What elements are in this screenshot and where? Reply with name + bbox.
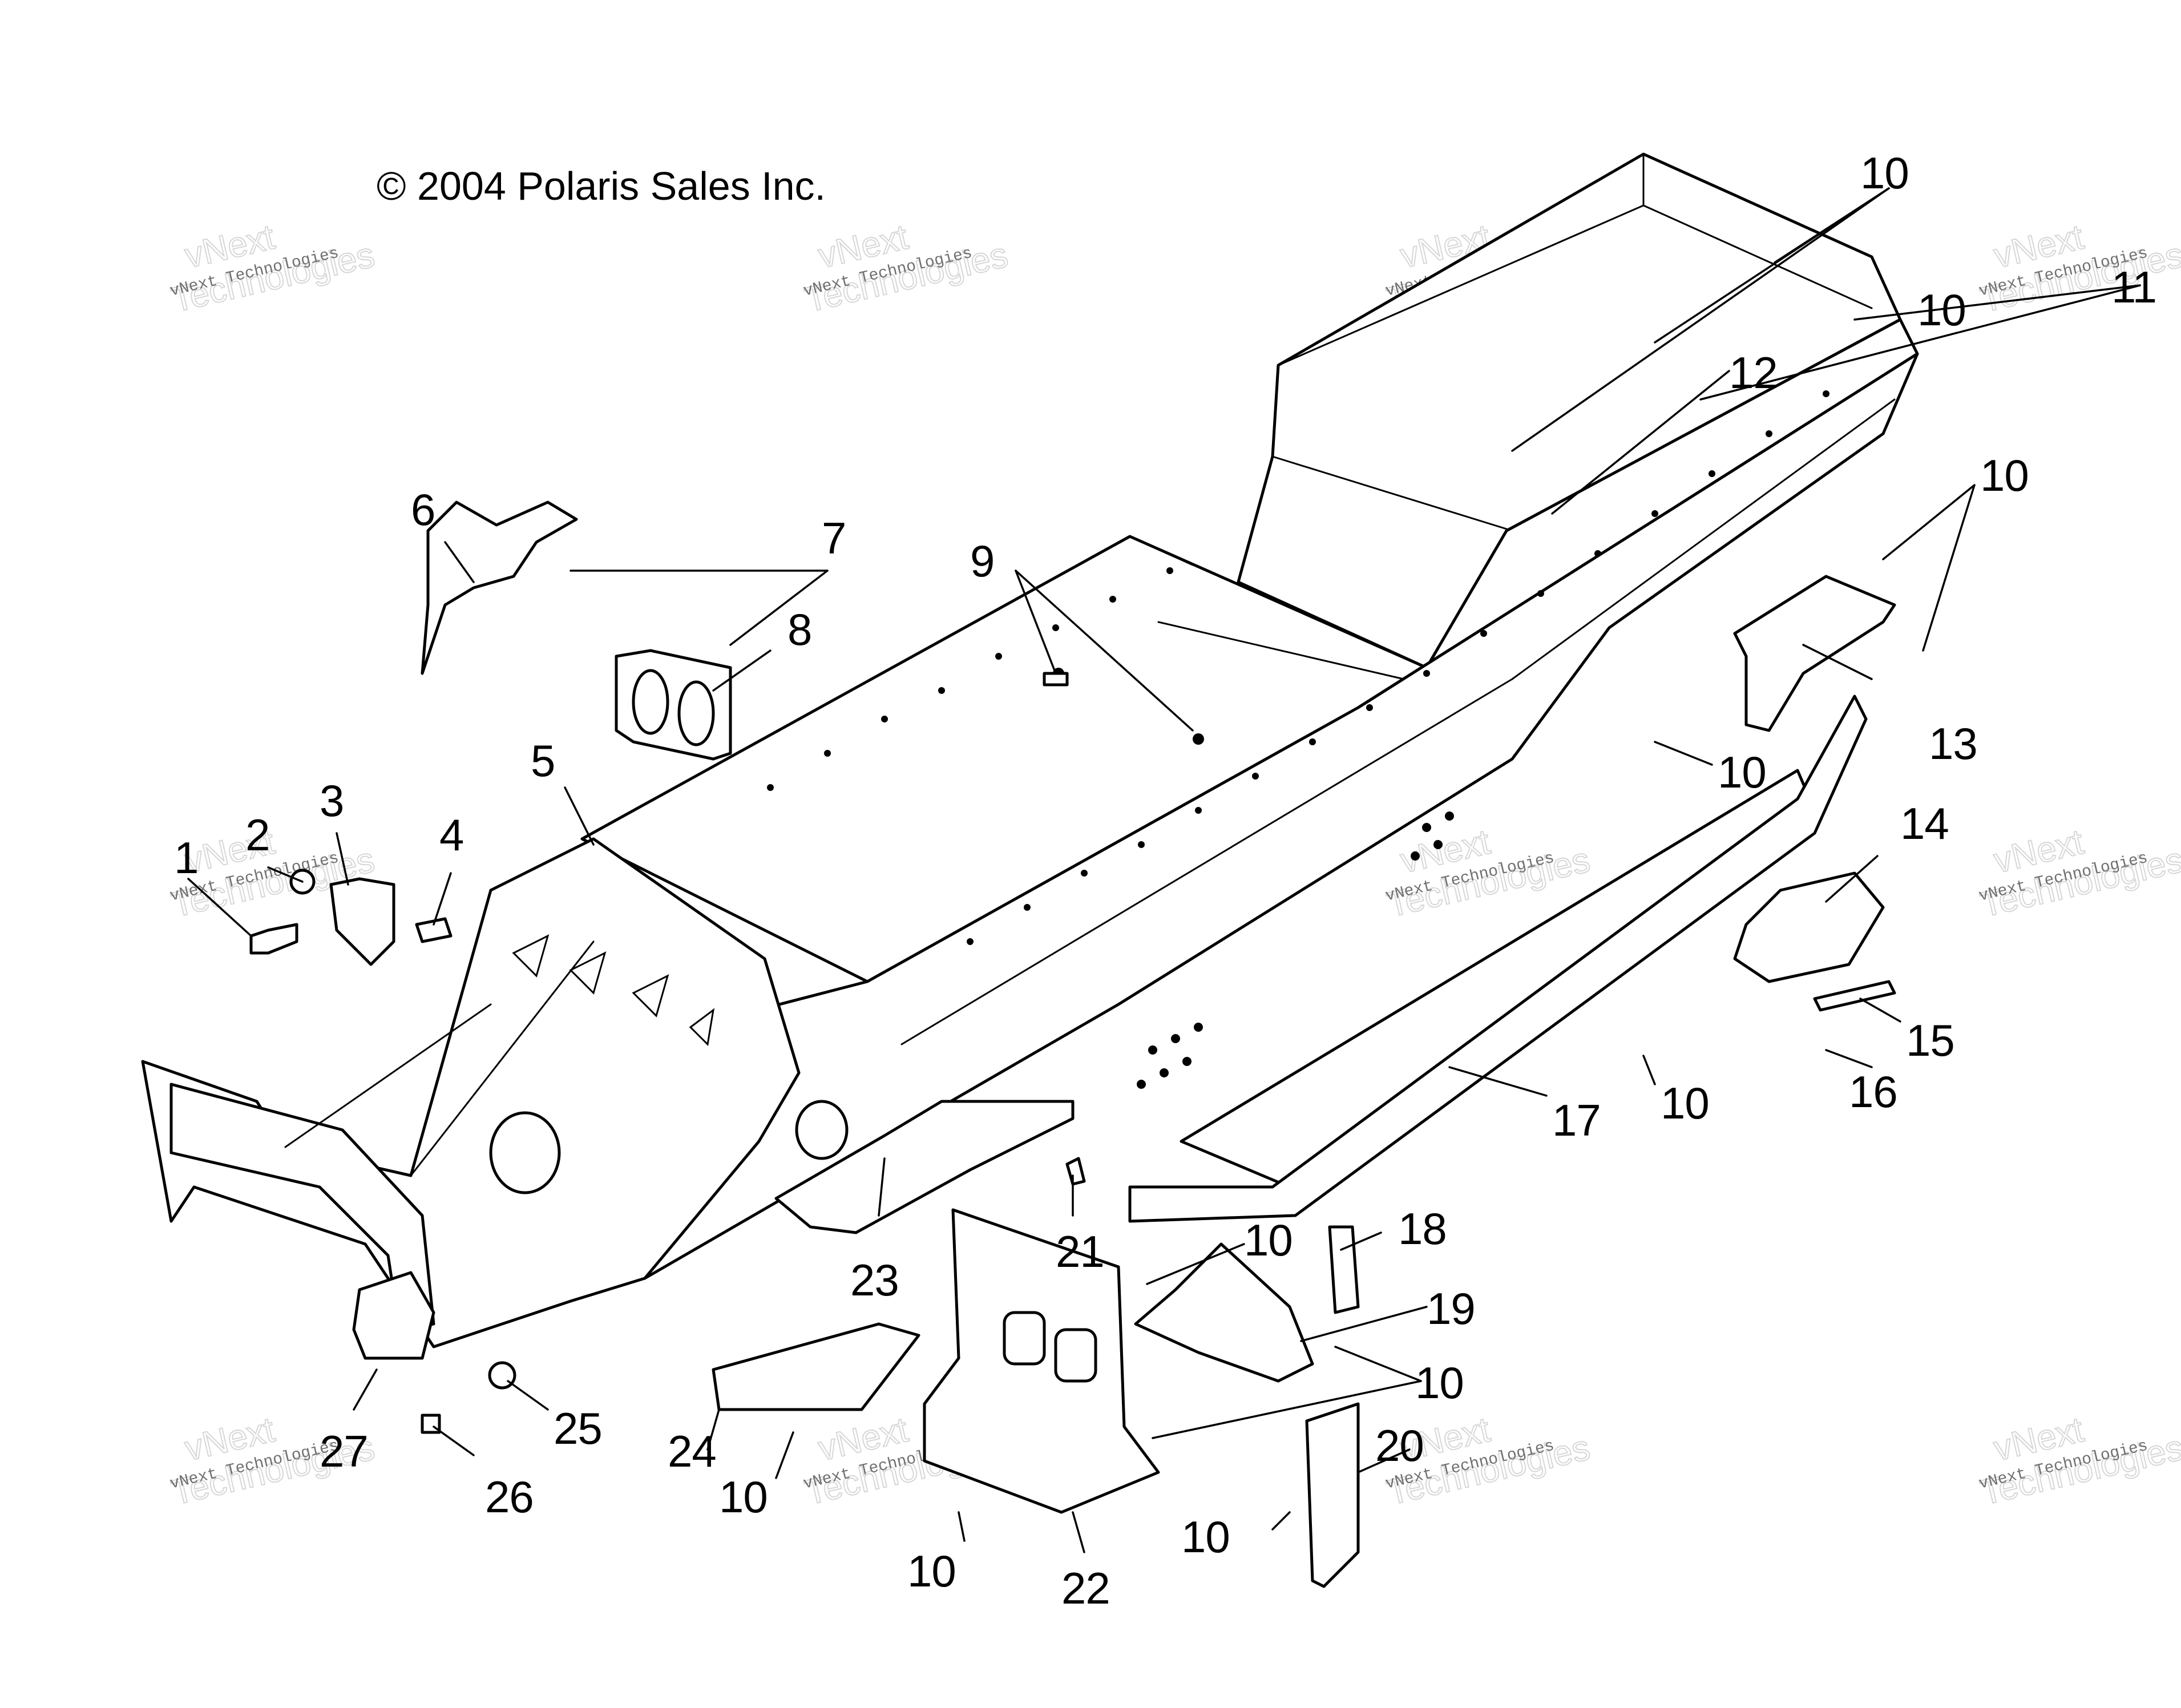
callout-6: 6 — [411, 484, 435, 535]
callout-labels: 1 2 3 4 5 6 7 8 9 10 11 12 13 14 15 16 1… — [174, 148, 2157, 1613]
callout-26: 26 — [485, 1472, 534, 1522]
part-23-channel — [774, 1100, 1075, 1234]
part-21-nut — [1065, 1157, 1086, 1186]
callout-19: 19 — [1427, 1283, 1475, 1334]
part-8-heat-shield — [615, 649, 732, 761]
part-19-bracket — [1134, 1242, 1314, 1383]
callout-8: 8 — [787, 604, 811, 655]
callout-10: 10 — [1181, 1512, 1230, 1562]
callout-18: 18 — [1398, 1204, 1447, 1254]
part-6-bracket — [421, 500, 578, 675]
callout-12: 12 — [1729, 348, 1778, 398]
callout-5: 5 — [531, 736, 555, 786]
callout-4: 4 — [439, 810, 463, 860]
callout-25: 25 — [554, 1403, 602, 1453]
part-1-bolt — [249, 923, 298, 955]
callout-22: 22 — [1061, 1563, 1110, 1613]
callout-23: 23 — [850, 1255, 899, 1305]
part-24-plate — [712, 1322, 920, 1411]
part-22-heat-exchanger — [923, 1208, 1160, 1514]
callout-10: 10 — [1244, 1215, 1293, 1265]
callout-7: 7 — [822, 513, 846, 563]
rear-bumper-rail — [1128, 694, 1868, 1223]
callout-2: 2 — [245, 810, 269, 860]
watermark: vNext Technologies vNext Technologies — [1976, 822, 2181, 926]
chassis-frame — [141, 152, 1919, 1348]
callout-1: 1 — [174, 833, 198, 883]
part-14-bumper — [1733, 871, 1885, 983]
callout-17: 17 — [1552, 1095, 1601, 1145]
callout-13: 13 — [1929, 718, 1977, 769]
part-3-bracket — [329, 877, 395, 966]
callout-10: 10 — [1415, 1358, 1464, 1408]
callout-21: 21 — [1056, 1226, 1104, 1277]
frame-holes — [767, 390, 1829, 1089]
callout-24: 24 — [668, 1426, 716, 1476]
callout-11: 11 — [2111, 262, 2156, 312]
callout-10: 10 — [1917, 285, 1966, 335]
callout-3: 3 — [320, 776, 344, 826]
part-27-bumper — [352, 1271, 435, 1360]
callout-10: 10 — [1661, 1078, 1709, 1128]
watermark: vNext Technologies vNext Technologies — [801, 217, 1012, 321]
side-opening — [795, 1100, 849, 1160]
callout-9: 9 — [970, 536, 994, 586]
part-18-clip — [1328, 1225, 1360, 1314]
front-bulkhead — [141, 837, 801, 1348]
callout-14: 14 — [1900, 798, 1949, 849]
bulkhead-opening — [489, 1111, 561, 1194]
callout-10: 10 — [1718, 747, 1766, 797]
watermark: vNext Technologies vNext Technologies — [167, 217, 378, 321]
callout-10: 10 — [719, 1472, 768, 1522]
copyright-notice: © 2004 Polaris Sales Inc. — [377, 164, 826, 208]
callout-16: 16 — [1849, 1067, 1897, 1117]
part-9-rivet — [1043, 672, 1069, 687]
leader-lines — [187, 187, 2141, 1553]
callout-10: 10 — [1980, 450, 2029, 500]
callout-15: 15 — [1906, 1015, 1954, 1065]
part-15-plate — [1813, 980, 1896, 1012]
callout-20: 20 — [1375, 1420, 1424, 1471]
part-20-bracket — [1305, 1402, 1360, 1588]
watermark: vNext Technologies vNext Technologies — [1976, 1410, 2181, 1513]
callout-10: 10 — [1860, 148, 1909, 198]
callout-10: 10 — [907, 1546, 956, 1596]
callout-27: 27 — [320, 1426, 368, 1476]
part-13-bracket — [1733, 575, 1896, 732]
